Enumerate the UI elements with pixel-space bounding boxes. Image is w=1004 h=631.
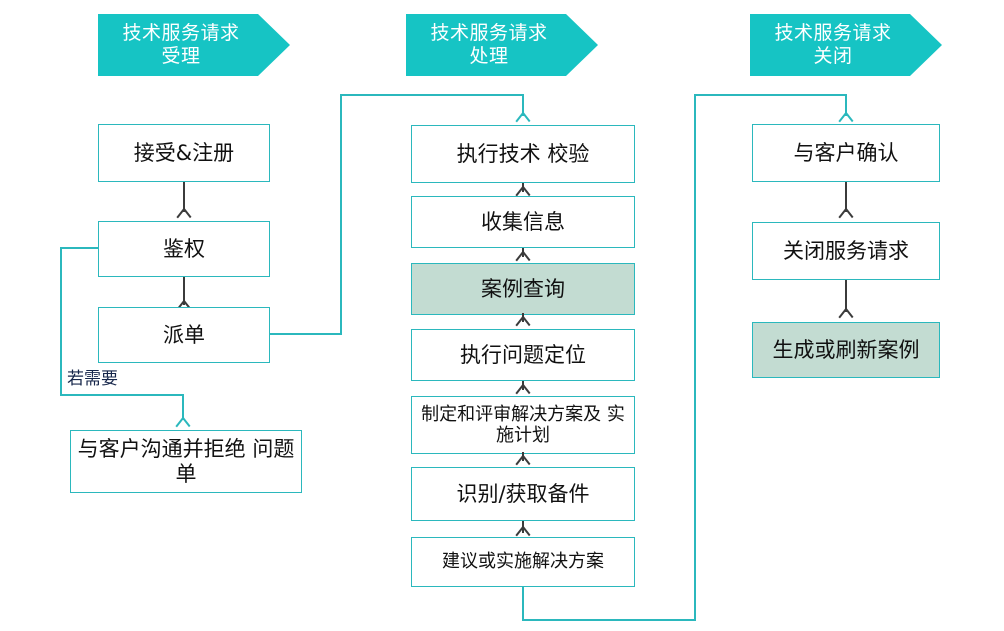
lane-banner-intake-line2: 受理 — [161, 45, 201, 67]
node-accept-register[interactable]: 接受&注册 — [98, 124, 270, 182]
lane-banner-handling-line1: 技术服务请求 — [430, 21, 548, 44]
connector-auth-to-reject-label: 若需要 — [67, 369, 118, 389]
lane-banner-intake[interactable]: 技术服务请求 受理 — [98, 14, 290, 76]
connector-confirm-to-close-line — [845, 182, 847, 212]
node-plan-review-line1: 制定和评审解决方案及 — [421, 403, 602, 425]
lane-banner-closing-line1: 技术服务请求 — [774, 21, 892, 44]
lane-banner-closing-line2: 关闭 — [813, 45, 853, 67]
connector-confirm-to-close-arrowhead — [839, 209, 852, 218]
node-create-case-label: 生成或刷新案例 — [772, 337, 920, 362]
lane-banner-closing-text: 技术服务请求 关闭 — [774, 22, 891, 68]
node-collect-info-label: 收集信息 — [481, 209, 565, 234]
connector-close-to-case-line — [845, 280, 847, 312]
connector-plan-to-parts-arrowhead — [516, 456, 529, 465]
node-accept-register-label: 接受&注册 — [133, 140, 235, 165]
node-reject-ticket-text: 与客户沟通并拒绝 问题单 — [75, 437, 297, 487]
connector-case-to-locating-arrowhead — [516, 317, 529, 326]
lane-banner-intake-line1: 技术服务请求 — [122, 21, 240, 44]
lane-banner-intake-text: 技术服务请求 受理 — [122, 22, 239, 68]
connector-accept-to-auth-arrowhead — [177, 209, 190, 218]
connector-close-to-case-arrowhead — [839, 309, 852, 318]
connector-collect-to-case-arrowhead — [516, 252, 529, 261]
connector-dispatch-to-validation-arrowhead — [516, 113, 529, 122]
node-dispatch[interactable]: 派单 — [98, 307, 270, 363]
node-plan-review-line2: 实施计划 — [496, 403, 625, 446]
node-tech-validation-label: 执行技术 校验 — [456, 141, 590, 166]
connector-propose-to-confirm-seg3 — [694, 94, 696, 621]
connector-dispatch-to-validation-seg3 — [340, 94, 524, 96]
connector-auth-to-reject-seg4 — [182, 394, 184, 420]
node-confirm-customer-label: 与客户确认 — [793, 140, 899, 165]
connector-propose-to-confirm-arrowhead — [839, 113, 852, 122]
node-plan-review-text: 制定和评审解决方案及 实施计划 — [416, 404, 630, 446]
node-propose-solution[interactable]: 建议或实施解决方案 — [411, 537, 635, 587]
connector-auth-to-dispatch-line — [183, 277, 185, 305]
connector-auth-to-reject-seg1 — [60, 247, 100, 249]
connector-auth-to-reject-seg2 — [60, 247, 62, 395]
node-case-query-label: 案例查询 — [481, 276, 565, 301]
node-dispatch-label: 派单 — [163, 322, 205, 347]
connector-propose-to-confirm-seg4 — [694, 94, 846, 96]
lane-banner-handling[interactable]: 技术服务请求 处理 — [406, 14, 598, 76]
node-collect-info[interactable]: 收集信息 — [411, 196, 635, 248]
node-confirm-customer[interactable]: 与客户确认 — [752, 124, 940, 182]
lane-banner-closing[interactable]: 技术服务请求 关闭 — [750, 14, 942, 76]
connector-auth-to-reject-seg3 — [60, 394, 183, 396]
node-close-request[interactable]: 关闭服务请求 — [752, 222, 940, 280]
node-close-request-label: 关闭服务请求 — [783, 238, 909, 263]
connector-dispatch-to-validation-seg2 — [340, 95, 342, 335]
node-case-query[interactable]: 案例查询 — [411, 263, 635, 315]
node-tech-validation[interactable]: 执行技术 校验 — [411, 125, 635, 183]
node-create-case[interactable]: 生成或刷新案例 — [752, 322, 940, 378]
connector-accept-to-auth-line — [183, 182, 185, 212]
node-spare-parts[interactable]: 识别/获取备件 — [411, 467, 635, 521]
connector-propose-to-confirm-seg2 — [522, 619, 696, 621]
node-authorize[interactable]: 鉴权 — [98, 221, 270, 277]
connector-propose-to-confirm-seg1 — [522, 587, 524, 621]
connector-dispatch-to-validation-seg4 — [522, 94, 524, 116]
connector-parts-to-propose-arrowhead — [516, 527, 529, 536]
node-reject-ticket-line2: 问题单 — [175, 436, 295, 486]
lane-banner-handling-text: 技术服务请求 处理 — [430, 22, 547, 68]
node-propose-solution-label: 建议或实施解决方案 — [442, 551, 604, 573]
lane-banner-handling-line2: 处理 — [469, 45, 509, 67]
node-reject-ticket[interactable]: 与客户沟通并拒绝 问题单 — [70, 430, 302, 493]
node-problem-locating-label: 执行问题定位 — [460, 342, 586, 367]
connector-locating-to-plan-arrowhead — [516, 385, 529, 394]
node-spare-parts-label: 识别/获取备件 — [456, 481, 590, 506]
node-problem-locating[interactable]: 执行问题定位 — [411, 329, 635, 381]
connector-propose-to-confirm-seg5 — [845, 94, 847, 116]
node-reject-ticket-line1: 与客户沟通并拒绝 — [77, 436, 246, 461]
connector-dispatch-to-validation-seg1 — [270, 333, 342, 335]
connector-auth-to-reject-arrowhead — [176, 418, 189, 427]
node-plan-review[interactable]: 制定和评审解决方案及 实施计划 — [411, 396, 635, 454]
connector-validation-to-collect-arrowhead — [516, 187, 529, 196]
node-authorize-label: 鉴权 — [163, 236, 205, 261]
